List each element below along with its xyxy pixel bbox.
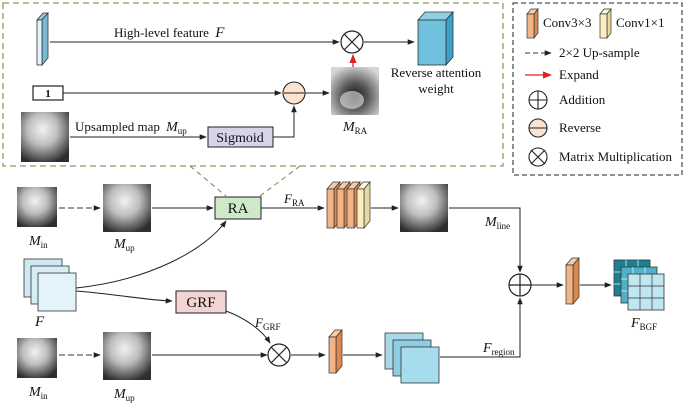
reverse-attention-weight-slab (417, 10, 454, 67)
grf-label: GRF (186, 295, 215, 311)
upsampled-map-image-top (21, 112, 69, 162)
matmul-op-bottom (267, 343, 291, 367)
high-level-feature-label: High-level feature F (114, 25, 225, 41)
zoom-line-right (259, 165, 301, 197)
arrow-mline-to-add (449, 207, 523, 273)
legend-reverse-icon (528, 118, 548, 138)
legend-matmul-label: Matrix Multiplication (559, 149, 673, 164)
legend-upsample-label: 2×2 Up-sample (559, 45, 640, 60)
mup-image-lower (103, 332, 151, 380)
conv-stack-ra (326, 181, 371, 229)
matmul-op-top (340, 30, 364, 54)
zoom-line-left (189, 165, 227, 197)
mline-image (400, 184, 448, 232)
fregion-stack (384, 332, 440, 384)
f-feature-stack (23, 258, 77, 312)
arrow-sigmoid-to-reverse (273, 105, 297, 138)
fra-label: FRA (283, 191, 305, 208)
legend-expand-label: Expand (559, 67, 599, 82)
min-label-lower: Min (28, 385, 48, 401)
reverse-op-top (282, 81, 306, 105)
fbgf-label: FBGF (630, 316, 657, 332)
upsampled-map-label: Upsampled map Mup (75, 119, 187, 136)
min-image-upper (17, 187, 57, 227)
legend-conv3-label: Conv3×3 (543, 15, 592, 30)
f-label: F (34, 314, 45, 330)
mra-label: MRA (342, 120, 368, 136)
reverse-attention-label-line2: weight (418, 81, 454, 96)
arrow-fregion-to-add (440, 297, 523, 358)
reverse-attention-label-line1: Reverse attention (391, 65, 482, 80)
conv3-lower (328, 329, 343, 374)
mup-label-upper: Mup (113, 237, 135, 253)
legend-conv1-label: Conv1×1 (616, 15, 665, 30)
conv3-fusion (565, 257, 580, 305)
min-label-upper: Min (28, 234, 48, 250)
sigmoid-label: Sigmoid (216, 131, 263, 146)
mra-image (331, 67, 379, 115)
legend-matmul-icon (528, 147, 548, 167)
legend-conv1-swatch (599, 8, 612, 39)
legend-addition-icon (528, 90, 548, 110)
legend-conv3-swatch (526, 8, 539, 39)
grf-block (175, 290, 227, 314)
ra-label: RA (228, 201, 249, 217)
fgrf-label: FGRF (254, 315, 280, 332)
arrow-f-to-grf (75, 290, 173, 304)
ra-detail-frame (2, 2, 504, 167)
mup-label-lower: Mup (113, 387, 135, 403)
legend-frame (512, 2, 683, 176)
fregion-label: Fregion (482, 341, 515, 357)
one-label: 1 (45, 88, 51, 100)
legend-addition-label: Addition (559, 92, 606, 107)
addition-op (508, 273, 532, 297)
fbgf-output-stack (613, 259, 665, 311)
arrow-f-to-ra (75, 220, 227, 289)
arrow-grf-to-matmul (225, 310, 271, 344)
mup-image-upper (103, 184, 151, 232)
high-level-feature-slab (36, 11, 49, 67)
legend-reverse-label: Reverse (559, 120, 601, 135)
mline-label: Mline (484, 215, 510, 231)
min-image-lower (17, 338, 57, 378)
